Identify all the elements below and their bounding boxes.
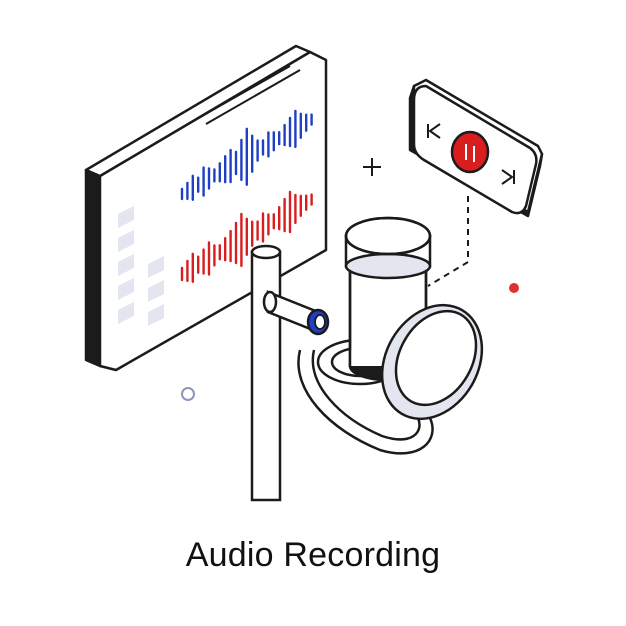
- stand-icon: [250, 244, 330, 502]
- waveform-icon: [180, 109, 313, 202]
- monitor-icon: [84, 44, 328, 372]
- list-markers: [118, 206, 164, 326]
- signal-connector: [427, 196, 469, 287]
- plus-sparkle-icon: [363, 158, 381, 176]
- waveform-icon: [180, 190, 313, 283]
- pop-filter-icon: [380, 303, 484, 421]
- ring-dot: [181, 387, 195, 401]
- caption-title: Audio Recording: [185, 536, 441, 574]
- red-dot: [509, 283, 519, 293]
- recorder-controls-icon: [408, 78, 544, 218]
